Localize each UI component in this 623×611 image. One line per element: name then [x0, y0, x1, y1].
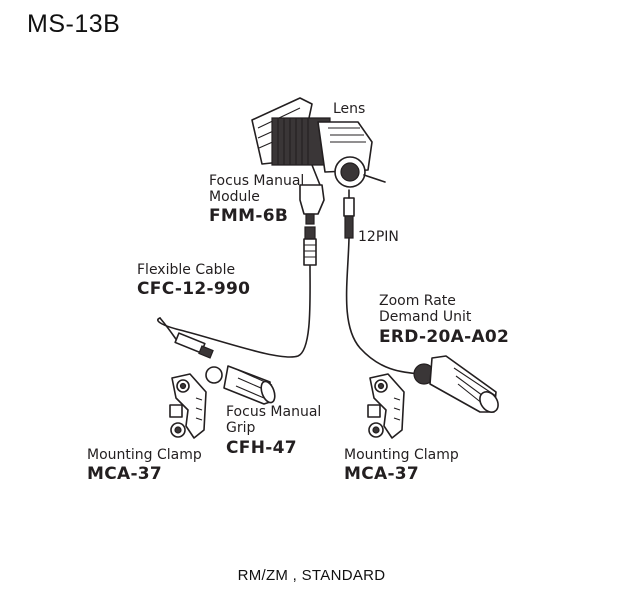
flexible-cable-line [156, 265, 311, 358]
clamp-left-illustration [169, 373, 207, 439]
clamp-right-illustration [367, 373, 405, 439]
flexible-cable-end-illustration [159, 317, 214, 359]
lens-illustration [251, 97, 386, 188]
zoom-demand-code: ERD-20A-A02 [379, 327, 510, 347]
zoom-demand-label-line2: Demand Unit [379, 309, 472, 325]
focus-module-label-line2: Module [209, 189, 260, 205]
focus-grip-label-line1: Focus Manual [226, 404, 322, 420]
footer-caption: RM/ZM , STANDARD [237, 567, 386, 584]
zoom-demand-illustration [413, 355, 499, 413]
connector-label: 12PIN [358, 229, 399, 245]
clamp-right-label: Mounting Clamp [344, 447, 459, 463]
focus-grip-code: CFH-47 [226, 438, 297, 458]
zoom-cable-line [345, 237, 421, 375]
diagram-title: MS-13B [27, 10, 121, 38]
focus-module-label-line1: Focus Manual [209, 173, 305, 189]
focus-module-illustration [299, 164, 325, 225]
clamp-right-code: MCA-37 [344, 464, 420, 484]
focus-grip-label-line2: Grip [226, 420, 256, 436]
clamp-left-code: MCA-37 [87, 464, 163, 484]
12pin-connector-illustration [343, 189, 355, 239]
zoom-demand-label-line1: Zoom Rate [379, 293, 456, 309]
cable-plug-illustration [303, 226, 317, 266]
focus-module-code: FMM-6B [209, 206, 289, 226]
focus-grip-illustration [205, 365, 276, 405]
clamp-left-label: Mounting Clamp [87, 447, 202, 463]
lens-label: Lens [333, 101, 366, 117]
flexible-cable-code: CFC-12-990 [137, 279, 251, 299]
flexible-cable-label: Flexible Cable [137, 262, 236, 278]
